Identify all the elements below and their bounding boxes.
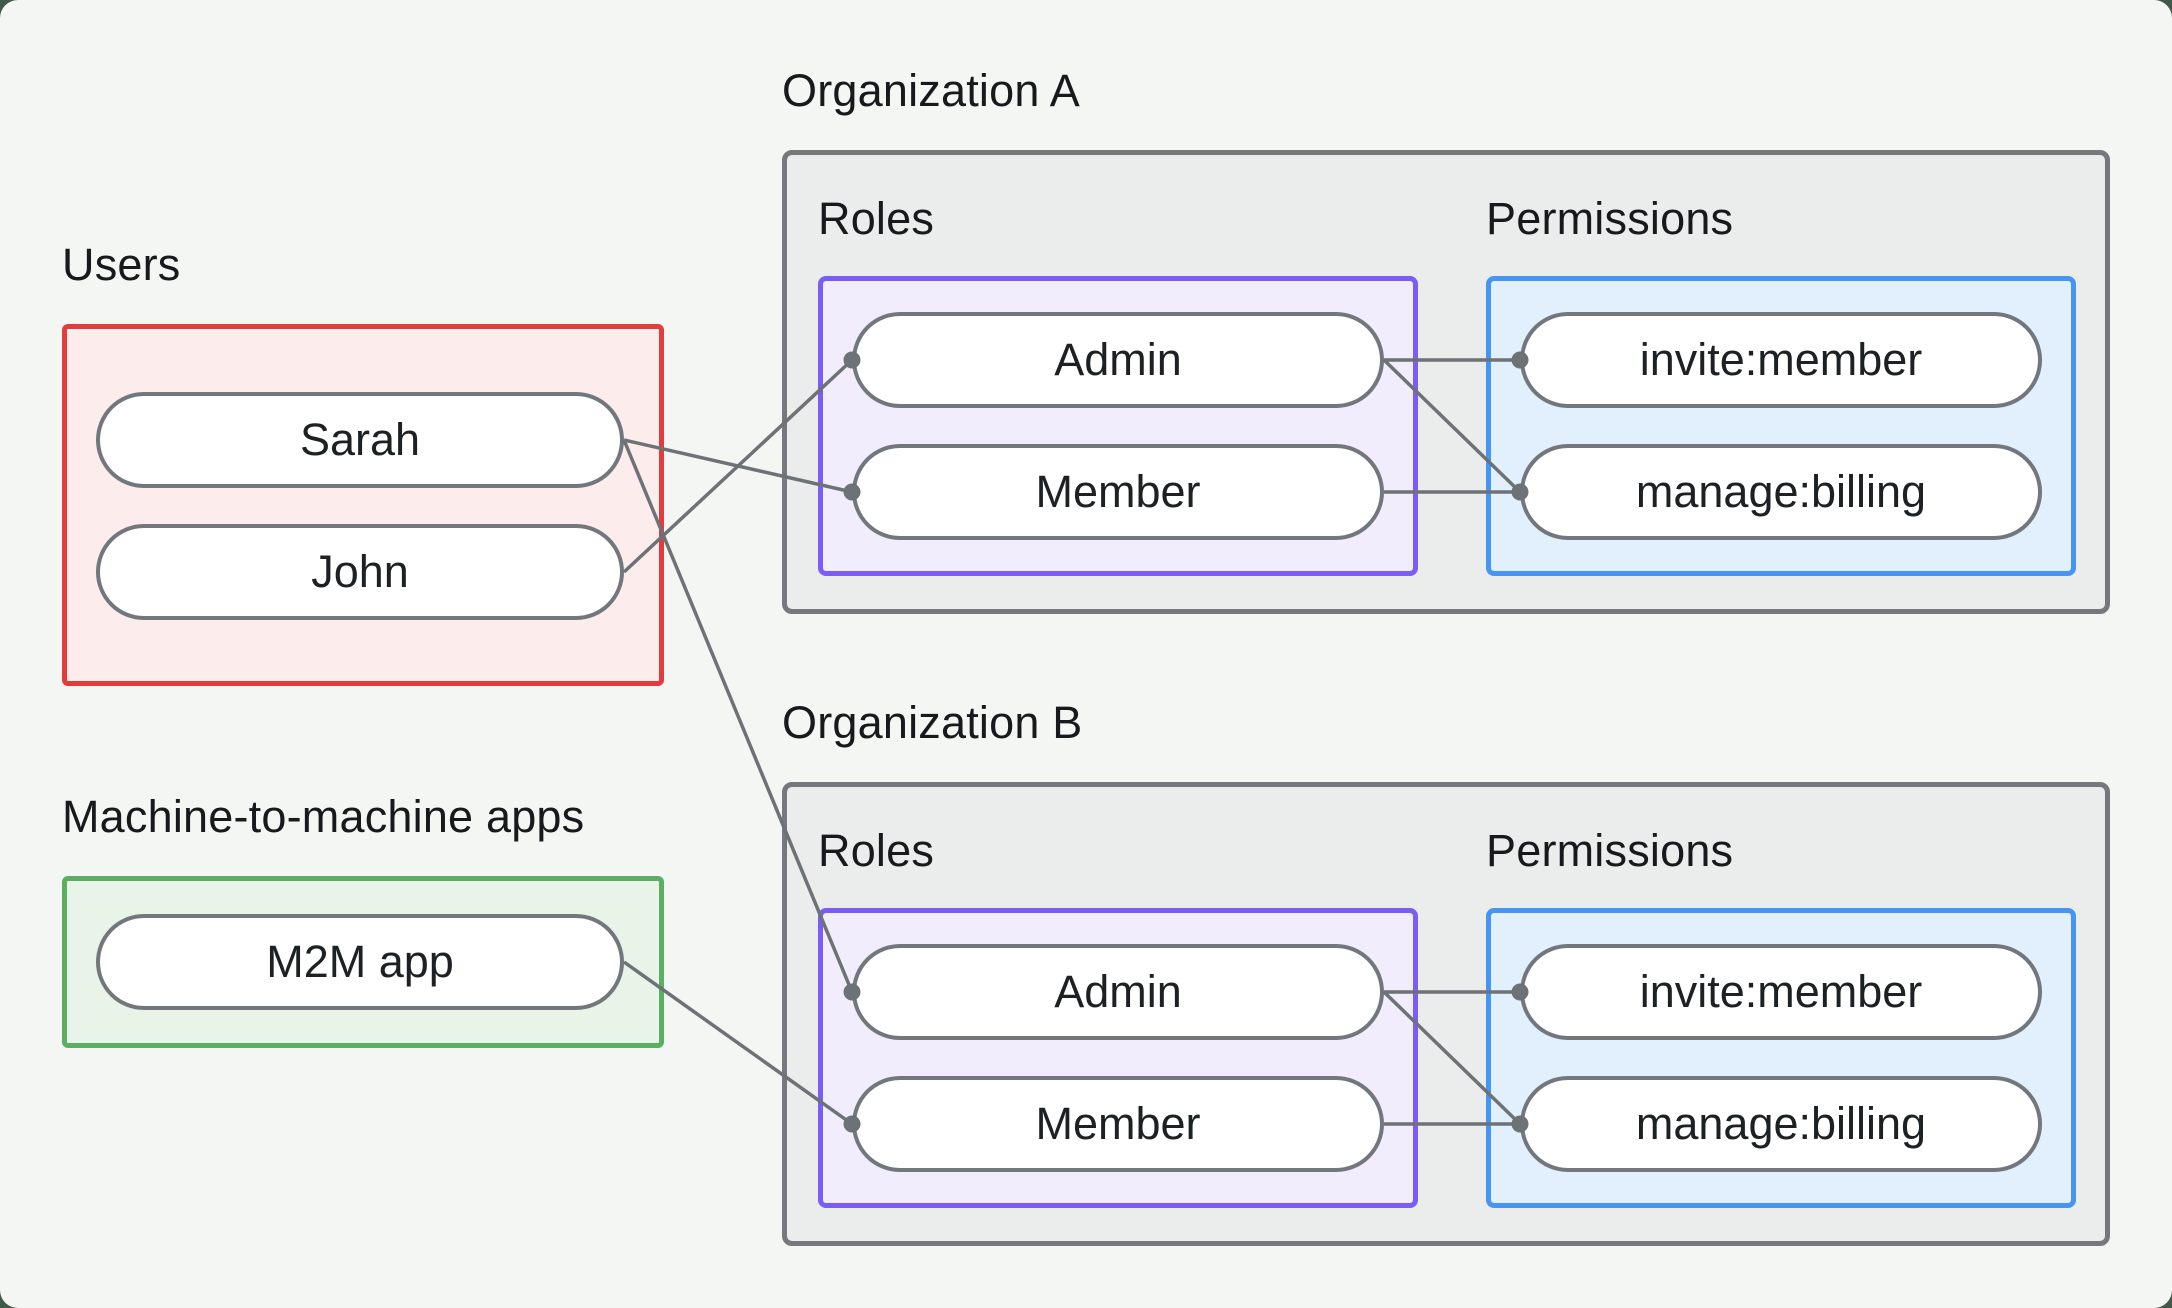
org-a-permissions-label: Permissions xyxy=(1486,193,1734,244)
m2m-group-label: Machine-to-machine apps xyxy=(62,791,585,842)
org-b-role-node-admin: Admin xyxy=(852,944,1384,1040)
org-b-permission-node-manage-billing: manage:billing xyxy=(1520,1076,2042,1172)
org-a-title: Organization A xyxy=(782,65,1080,116)
users-group-box xyxy=(62,324,664,686)
org-b-role-node-member: Member xyxy=(852,1076,1384,1172)
org-b-roles-label: Roles xyxy=(818,825,935,876)
permission-node-label: manage:billing xyxy=(1635,466,1927,517)
permission-node-label: invite:member xyxy=(1639,334,1923,385)
permission-node-label: manage:billing xyxy=(1635,1098,1927,1149)
org-b-permissions-label: Permissions xyxy=(1486,825,1734,876)
org-b-title: Organization B xyxy=(782,697,1083,748)
role-node-label: Member xyxy=(1035,1098,1201,1149)
user-node-john: John xyxy=(96,524,624,620)
org-a-permission-node-invite-member: invite:member xyxy=(1520,312,2042,408)
users-group-label: Users xyxy=(62,239,181,290)
user-node-sarah: Sarah xyxy=(96,392,624,488)
org-a-role-node-admin: Admin xyxy=(852,312,1384,408)
org-b-permission-node-invite-member: invite:member xyxy=(1520,944,2042,1040)
permission-node-label: invite:member xyxy=(1639,966,1923,1017)
role-node-label: Admin xyxy=(1054,966,1182,1017)
role-node-label: Admin xyxy=(1054,334,1182,385)
m2m-app-node-label: M2M app xyxy=(266,936,454,987)
org-a-permission-node-manage-billing: manage:billing xyxy=(1520,444,2042,540)
org-a-roles-label: Roles xyxy=(818,193,935,244)
user-node-label: Sarah xyxy=(299,414,421,465)
user-node-label: John xyxy=(311,546,409,597)
m2m-app-node: M2M app xyxy=(96,914,624,1010)
role-node-label: Member xyxy=(1035,466,1201,517)
org-a-role-node-member: Member xyxy=(852,444,1384,540)
